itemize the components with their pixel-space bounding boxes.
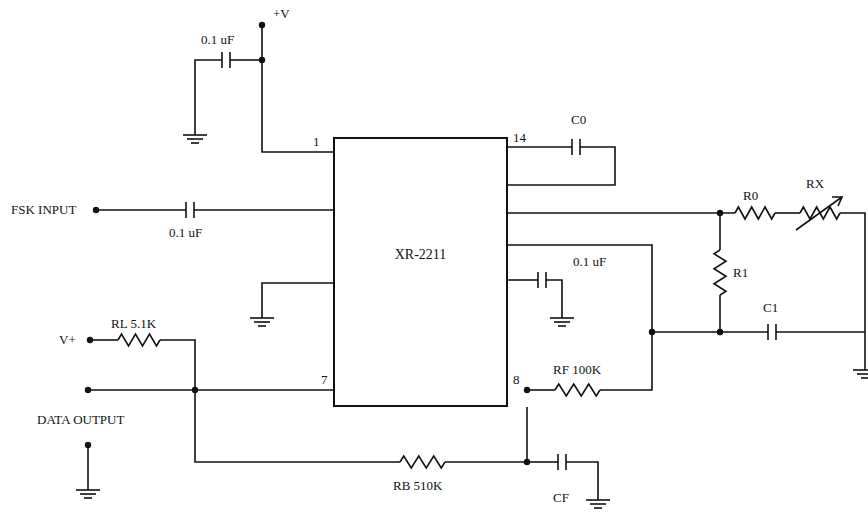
resistor-symbol <box>735 207 775 219</box>
resistor-symbol <box>714 250 726 295</box>
ground-symbol <box>857 373 868 375</box>
pin-number: 7 <box>320 372 329 387</box>
capacitor-plate <box>185 202 187 218</box>
capacitor-name: C0 <box>570 112 587 127</box>
supply-label: +V <box>272 6 291 21</box>
wire <box>194 209 333 211</box>
capacitor-plate <box>557 454 559 470</box>
wire <box>775 212 800 214</box>
ic-package: XR-2211 <box>333 137 508 407</box>
wire <box>546 280 562 318</box>
wire <box>90 339 118 341</box>
resistor-symbol <box>400 456 445 468</box>
ground-symbol <box>191 142 199 144</box>
variable-arrow <box>832 197 842 206</box>
junction-dot <box>524 387 530 393</box>
wire <box>508 212 735 214</box>
wire <box>508 245 652 390</box>
ground-symbol <box>258 325 266 327</box>
junction-dot <box>85 387 91 393</box>
wire <box>527 461 558 463</box>
ground-symbol <box>76 489 100 491</box>
ground-symbol <box>80 493 96 495</box>
ground-symbol <box>250 317 274 319</box>
wire <box>88 389 333 391</box>
ground-symbol <box>586 499 610 501</box>
capacitor-plate <box>767 324 769 340</box>
ic-label: XR-2211 <box>335 247 506 263</box>
ground-symbol <box>183 134 207 136</box>
capacitor-value: 0.1 uF <box>572 254 607 269</box>
pin-number: 8 <box>512 372 521 387</box>
capacitor-name: CF <box>552 490 570 505</box>
ground-symbol <box>594 507 602 509</box>
resistor-symbol <box>118 334 160 346</box>
ground-symbol <box>254 321 270 323</box>
wire <box>230 59 262 61</box>
resistor-value: RB 510K <box>392 478 443 493</box>
ground-symbol <box>84 497 92 499</box>
signal-name: FSK INPUT <box>10 202 77 217</box>
wire <box>508 279 538 281</box>
capacitor-value: 0.1 uF <box>168 225 203 240</box>
wire <box>262 25 333 152</box>
capacitor-value: 0.1 uF <box>200 32 235 47</box>
pin-number: 1 <box>312 134 321 149</box>
ground-symbol <box>853 369 868 371</box>
wire <box>96 209 186 211</box>
resistor-symbol <box>555 384 600 396</box>
ground-symbol <box>187 138 203 140</box>
wire <box>87 445 89 490</box>
wire <box>195 60 222 135</box>
wire <box>527 389 555 391</box>
resistor-value: RF 100K <box>552 362 602 377</box>
capacitor-plate <box>537 272 539 288</box>
wire <box>160 340 400 462</box>
ground-symbol <box>554 321 570 323</box>
signal-name: DATA OUTPUT <box>36 412 125 427</box>
pin-number: 14 <box>512 130 527 145</box>
wire <box>526 407 528 462</box>
supply-label: V+ <box>58 332 77 347</box>
wire <box>566 462 598 500</box>
wire <box>840 213 865 370</box>
ground-symbol <box>861 377 868 379</box>
capacitor-plate <box>571 139 573 155</box>
resistor-name: R0 <box>742 188 759 203</box>
wire <box>508 147 615 185</box>
ground-symbol <box>550 317 574 319</box>
wire <box>776 331 865 333</box>
wire <box>445 461 527 463</box>
capacitor-plate <box>229 52 231 68</box>
ground-symbol <box>558 325 566 327</box>
resistor-name: R1 <box>732 265 749 280</box>
wire <box>262 283 333 318</box>
resistor-value: RL 5.1K <box>110 316 157 331</box>
wire <box>652 331 768 333</box>
resistor-name: RX <box>805 176 825 191</box>
capacitor-name: C1 <box>762 300 779 315</box>
ground-symbol <box>590 503 606 505</box>
variable-arrow <box>796 197 842 230</box>
wire <box>719 295 721 332</box>
wire <box>719 213 721 250</box>
wire <box>508 146 572 148</box>
